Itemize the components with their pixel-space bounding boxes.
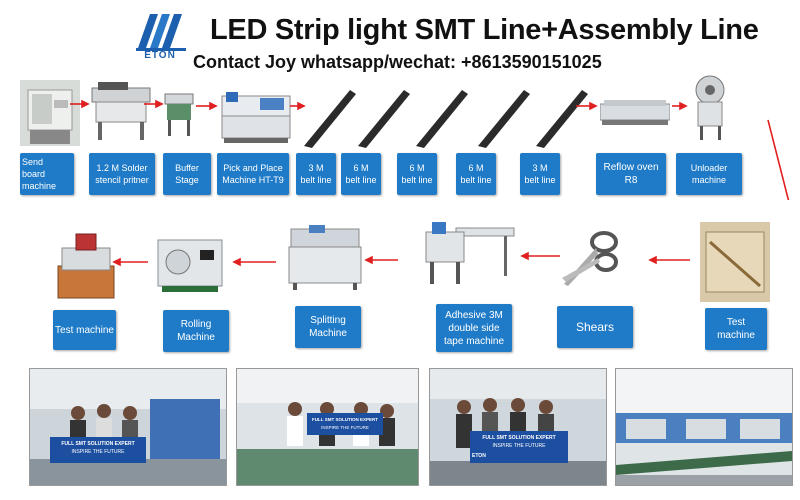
factory-photo-4 xyxy=(615,368,793,486)
eton-logo-icon xyxy=(136,14,186,51)
banner-text-3: FULL SMT SOLUTION EXPERT xyxy=(482,435,556,441)
factory-photo-3-graphic xyxy=(430,369,606,485)
belt-lines-image xyxy=(304,90,588,148)
shears-icon xyxy=(562,231,618,286)
stencil-printer-image xyxy=(91,82,151,140)
label-shears: Shears xyxy=(557,306,633,348)
banner-slogan-1: INSPIRE THE FUTURE xyxy=(71,449,125,455)
label-belt-line-6m-b: 6 M belt line xyxy=(397,153,437,195)
page-title: LED Strip light SMT Line+Assembly Line xyxy=(210,14,759,46)
pick-and-place-machine-image xyxy=(221,92,291,143)
test-machine-image-left xyxy=(57,233,115,299)
test-machine-image-right xyxy=(700,222,770,302)
label-test-machine-right: Test machine xyxy=(705,308,767,350)
banner-brand-3: ETON xyxy=(472,453,486,459)
factory-photo-2: FULL SMT SOLUTION EXPERT INSPIRE THE FUT… xyxy=(236,368,419,486)
banner-slogan-3: INSPIRE THE FUTURE xyxy=(492,443,546,449)
bottom-row-arrows xyxy=(112,251,690,267)
contact-line: Contact Joy whatsapp/wechat: +8613590151… xyxy=(193,52,602,72)
banner-text-2: FULL SMT SOLUTION EXPERT xyxy=(312,417,378,422)
reflow-oven-image xyxy=(600,100,670,125)
banner-slogan-2: INSPIRE THE FUTURE xyxy=(321,425,369,430)
banner-text-1: FULL SMT SOLUTION EXPERT xyxy=(61,441,135,447)
label-pick-and-place: Pick and Place Machine HT-T9 xyxy=(217,153,289,195)
label-unloader-machine: Unloader machine xyxy=(676,153,742,195)
label-belt-line-6m-a: 6 M belt line xyxy=(341,153,381,195)
label-tape-machine: Adhesive 3M double side tape machine xyxy=(436,304,512,352)
label-belt-line-6m-c: 6 M belt line xyxy=(456,153,496,195)
factory-photo-3: FULL SMT SOLUTION EXPERT INSPIRE THE FUT… xyxy=(429,368,607,486)
label-splitting-machine: Splitting Machine xyxy=(295,306,361,348)
logo-text: ETON xyxy=(144,50,176,61)
label-reflow-oven: Reflow oven R8 xyxy=(596,153,666,195)
splitting-machine-image xyxy=(288,225,362,290)
send-board-machine-image xyxy=(20,80,80,146)
buffer-stage-image xyxy=(164,93,194,136)
factory-photo-4-graphic xyxy=(616,369,792,485)
unloader-machine-image xyxy=(695,75,725,140)
label-buffer-stage: Buffer Stage xyxy=(163,153,211,195)
label-rolling-machine: Rolling Machine xyxy=(163,310,229,352)
tape-machine-image xyxy=(425,222,515,284)
label-belt-line-3m-a: 3 M belt line xyxy=(296,153,336,195)
label-test-machine-left: Test machine xyxy=(53,310,116,350)
label-send-board-machine: Send board machine xyxy=(20,153,74,195)
factory-photo-2-graphic xyxy=(237,369,418,485)
factory-photo-1-graphic xyxy=(30,369,226,485)
label-belt-line-3m-b: 3 M belt line xyxy=(520,153,560,195)
factory-photo-1: FULL SMT SOLUTION EXPERT INSPIRE THE FUT… xyxy=(29,368,227,486)
rolling-machine-image xyxy=(157,239,223,292)
label-stencil-printer: 1.2 M Solder stencil pritner xyxy=(89,153,155,195)
